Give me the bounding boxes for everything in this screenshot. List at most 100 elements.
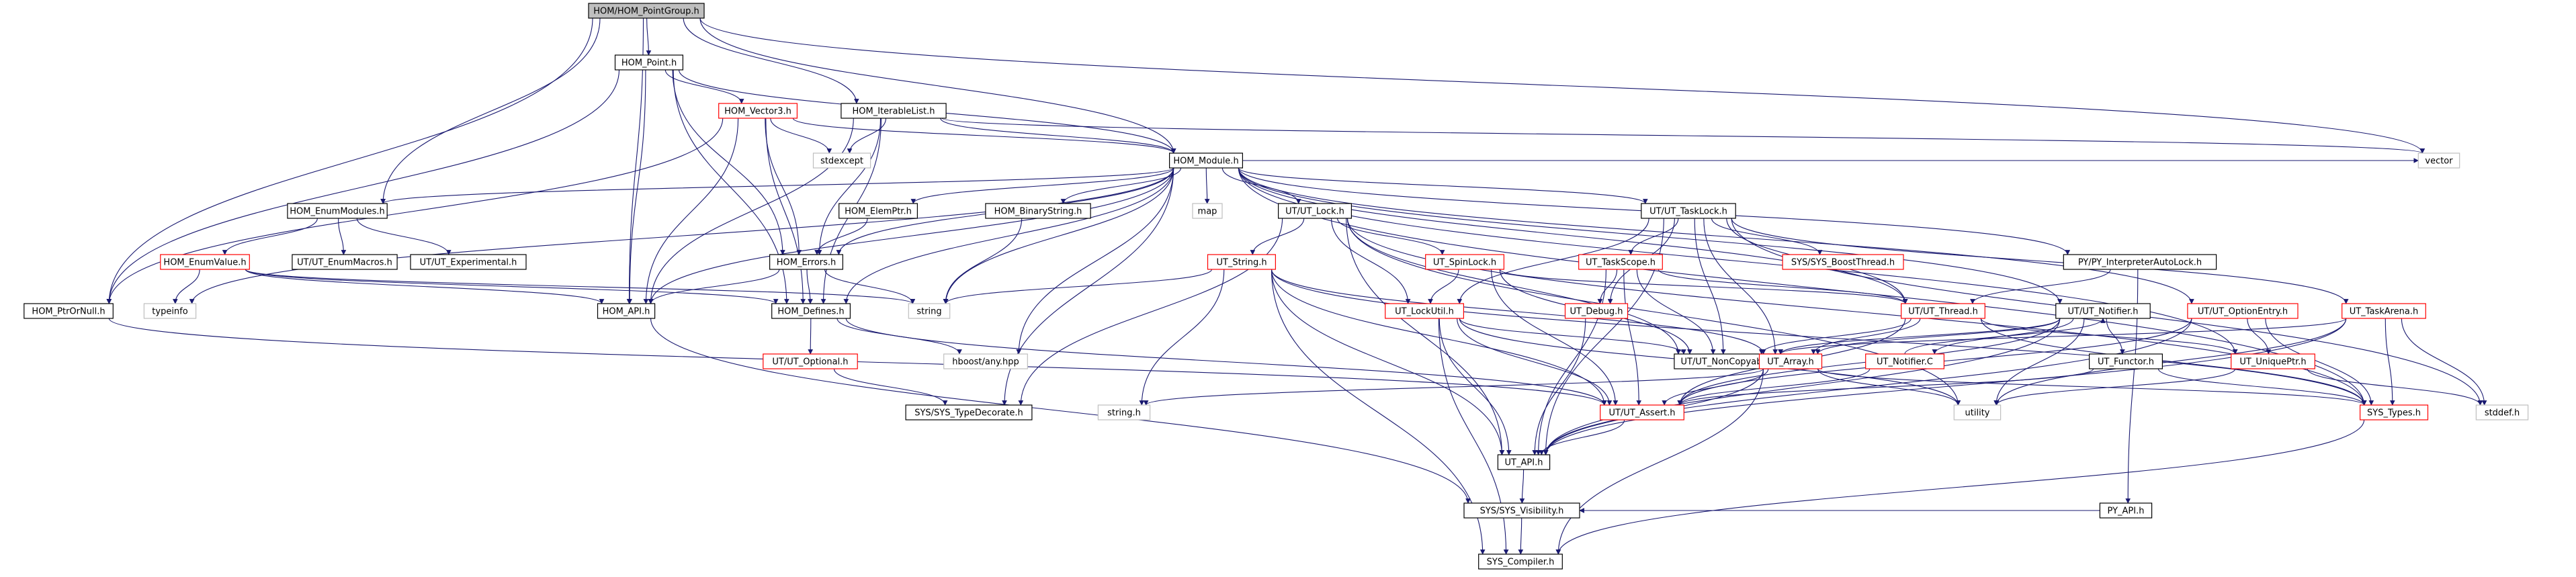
edge-module-to-utnotifier bbox=[1238, 167, 2063, 304]
edge-taskarena-to-stddef bbox=[2401, 318, 2487, 406]
edge-vector3-to-module bbox=[792, 118, 1176, 154]
node-stringh[interactable]: string.h bbox=[1097, 404, 1151, 420]
node-typeinfo[interactable]: typeinfo bbox=[143, 303, 197, 319]
node-assert[interactable]: UT/UT_Assert.h bbox=[1600, 404, 1684, 420]
edge-module-to-api bbox=[648, 167, 1174, 304]
node-map[interactable]: map bbox=[1192, 203, 1223, 219]
edge-enummodules-to-experimental bbox=[356, 218, 452, 255]
node-experimental[interactable]: UT/UT_Experimental.h bbox=[410, 254, 527, 270]
edge-binarystring-to-string bbox=[943, 218, 1023, 304]
edge-utstring-to-assert bbox=[1271, 269, 1607, 406]
edge-point-to-errors bbox=[672, 69, 785, 255]
node-notifierc[interactable]: UT_Notifier.C bbox=[1865, 353, 1944, 369]
node-noncopyable[interactable]: UT/UT_NonCopyable.h bbox=[1674, 353, 1785, 369]
node-label: SYS/SYS_Visibility.h bbox=[1480, 506, 1564, 517]
node-ptrornull[interactable]: HOM_PtrOrNull.h bbox=[24, 303, 114, 319]
node-iterable[interactable]: HOM_IterableList.h bbox=[841, 103, 947, 119]
edge-defines-to-optional bbox=[808, 318, 814, 355]
node-taskarena[interactable]: UT_TaskArena.h bbox=[2342, 303, 2426, 319]
node-enummacros[interactable]: UT/UT_EnumMacros.h bbox=[292, 254, 398, 270]
node-vector[interactable]: vector bbox=[2417, 152, 2460, 169]
node-stddef[interactable]: stddef.h bbox=[2475, 404, 2529, 420]
node-box bbox=[588, 3, 705, 19]
node-tasklock[interactable]: UT/UT_TaskLock.h bbox=[1641, 203, 1736, 219]
node-utthread[interactable]: UT/UT_Thread.h bbox=[1901, 303, 1985, 319]
node-label: UT_Functor.h bbox=[2098, 357, 2154, 367]
node-label: HOM_EnumValue.h bbox=[163, 258, 246, 268]
node-box bbox=[1277, 203, 1352, 219]
edge-systypes-to-compiler bbox=[1555, 419, 2365, 555]
node-api[interactable]: HOM_API.h bbox=[597, 303, 656, 319]
node-functor[interactable]: UT_Functor.h bbox=[2089, 353, 2163, 369]
node-stdexcept[interactable]: stdexcept bbox=[812, 152, 871, 169]
edge-utthread-to-noncopyable bbox=[1758, 318, 1912, 355]
edge-iterable-to-vector bbox=[941, 118, 2425, 154]
node-box bbox=[1478, 553, 1563, 570]
node-box bbox=[1901, 303, 1985, 319]
node-root[interactable]: HOM/HOM_PointGroup.h bbox=[588, 3, 705, 19]
node-point[interactable]: HOM_Point.h bbox=[614, 54, 684, 71]
edge-optionentry-to-systypes bbox=[2265, 318, 2374, 406]
edge-layer bbox=[106, 17, 2487, 555]
edge-utnotifier-to-array bbox=[1815, 318, 2061, 355]
edge-module-to-utthread bbox=[1238, 167, 1908, 304]
edge-taskscope-to-utapi bbox=[1535, 269, 1606, 455]
node-enummodules[interactable]: HOM_EnumModules.h bbox=[287, 203, 388, 219]
node-box bbox=[614, 54, 684, 71]
edge-utthread-to-array bbox=[1811, 318, 1921, 355]
edge-utlock-to-typedecorate bbox=[1018, 218, 1283, 406]
node-hboost[interactable]: hboost/any.hpp bbox=[943, 353, 1028, 369]
node-optional[interactable]: UT/UT_Optional.h bbox=[763, 353, 858, 369]
edge-uniqueptr-to-utility bbox=[1993, 368, 2236, 406]
edge-functor-to-systypes bbox=[2157, 368, 2367, 406]
node-utility[interactable]: utility bbox=[1953, 404, 2002, 420]
node-taskscope[interactable]: UT_TaskScope.h bbox=[1578, 254, 1663, 270]
node-enumvalue[interactable]: HOM_EnumValue.h bbox=[160, 254, 250, 270]
edge-module-to-systypes bbox=[1238, 167, 2367, 406]
edge-notifierc-to-utnotifier bbox=[1904, 318, 2106, 355]
edge-module-to-typeinfo bbox=[189, 167, 1174, 304]
node-spinlock[interactable]: UT_SpinLock.h bbox=[1425, 254, 1504, 270]
edge-array-to-assert bbox=[1662, 368, 1769, 406]
node-optionentry[interactable]: UT/UT_OptionEntry.h bbox=[2187, 303, 2299, 319]
node-array[interactable]: UT_Array.h bbox=[1758, 353, 1823, 369]
edge-utstring-to-array bbox=[1271, 269, 1766, 355]
edge-notifierc-to-assert bbox=[1677, 368, 1871, 406]
node-utstring[interactable]: UT_String.h bbox=[1207, 254, 1277, 270]
edge-module-to-enummodules bbox=[380, 167, 1174, 204]
node-lockutil[interactable]: UT_LockUtil.h bbox=[1385, 303, 1464, 319]
node-debug[interactable]: UT_Debug.h bbox=[1564, 303, 1629, 319]
node-uniqueptr[interactable]: UT_UniquePtr.h bbox=[2231, 353, 2315, 369]
edge-utstring-to-stringh bbox=[1139, 269, 1225, 406]
node-visibility[interactable]: SYS/SYS_Visibility.h bbox=[1463, 502, 1580, 519]
node-utnotifier[interactable]: UT/UT_Notifier.h bbox=[2055, 303, 2151, 319]
node-box bbox=[1782, 254, 1904, 270]
node-box bbox=[908, 303, 951, 319]
node-label: stddef.h bbox=[2485, 408, 2520, 418]
node-vector3[interactable]: HOM_Vector3.h bbox=[718, 103, 798, 119]
node-systypes[interactable]: SYS_Types.h bbox=[2360, 404, 2429, 420]
edge-array-to-compiler bbox=[1555, 368, 1764, 555]
node-binarystring[interactable]: HOM_BinaryString.h bbox=[985, 203, 1091, 219]
edge-module-to-binarystring bbox=[1060, 167, 1182, 204]
edge-module-to-defines bbox=[843, 167, 1174, 304]
node-defines[interactable]: HOM_Defines.h bbox=[771, 303, 851, 319]
node-typedecorate[interactable]: SYS/SYS_TypeDecorate.h bbox=[905, 404, 1033, 420]
node-errors[interactable]: HOM_Errors.h bbox=[769, 254, 843, 270]
node-utapi[interactable]: UT_API.h bbox=[1497, 454, 1551, 470]
node-pyapi[interactable]: PY_API.h bbox=[2099, 502, 2153, 519]
node-boostthread[interactable]: SYS/SYS_BoostThread.h bbox=[1782, 254, 1904, 270]
edge-taskscope-to-noncopyable bbox=[1636, 269, 1716, 355]
node-label: map bbox=[1198, 207, 1217, 217]
node-elemptr[interactable]: HOM_ElemPtr.h bbox=[839, 203, 918, 219]
edge-iterable-to-errors bbox=[816, 118, 882, 255]
node-utlock[interactable]: UT/UT_Lock.h bbox=[1277, 203, 1352, 219]
node-interp[interactable]: PY/PY_InterpreterAutoLock.h bbox=[2063, 254, 2217, 270]
node-string[interactable]: string bbox=[908, 303, 951, 319]
node-compiler[interactable]: SYS_Compiler.h bbox=[1478, 553, 1563, 570]
edge-tasklock-to-lockutil bbox=[1457, 218, 1649, 304]
node-box bbox=[24, 303, 114, 319]
node-module[interactable]: HOM_Module.h bbox=[1168, 152, 1243, 169]
node-label: PY_API.h bbox=[2108, 506, 2145, 517]
edge-utlock-to-spinlock bbox=[1336, 218, 1445, 255]
